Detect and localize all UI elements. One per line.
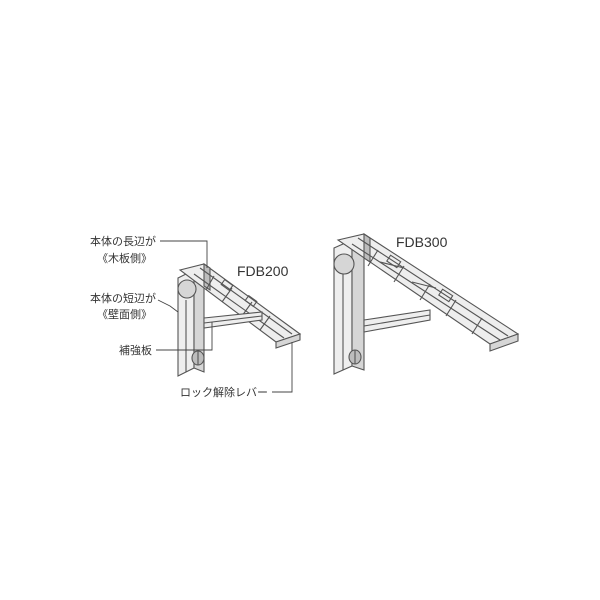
fdb300-hinge-knob: [333, 253, 355, 275]
label-short-side-line1: 本体の短辺が: [90, 291, 156, 305]
label-long-side-line1: 本体の長辺が: [90, 234, 156, 248]
fdb300-top-frame-front: [363, 232, 371, 264]
label-reinforcement: 補強板: [119, 343, 152, 357]
fdb200-hinge-knob: [177, 279, 197, 299]
label-long-side-line2: 《木板側》: [97, 251, 152, 265]
label-short-side-line2: 《壁面側》: [97, 307, 152, 321]
model-label-fdb300: FDB300: [396, 234, 448, 250]
fdb300-lattice: [351, 237, 509, 341]
model-label-fdb200: FDB200: [237, 263, 289, 279]
fdb200-top-frame-edge: [275, 333, 301, 349]
label-lock-release: ロック解除レバー: [180, 385, 268, 399]
fdb300-top-frame-edge: [489, 333, 519, 352]
fdb200-lattice: [193, 267, 293, 339]
fdb300-bracket: [333, 232, 520, 375]
leader-lines: [156, 240, 293, 393]
fdb200-top-frame-front: [203, 262, 211, 292]
fdb200-bracket: [177, 262, 302, 377]
